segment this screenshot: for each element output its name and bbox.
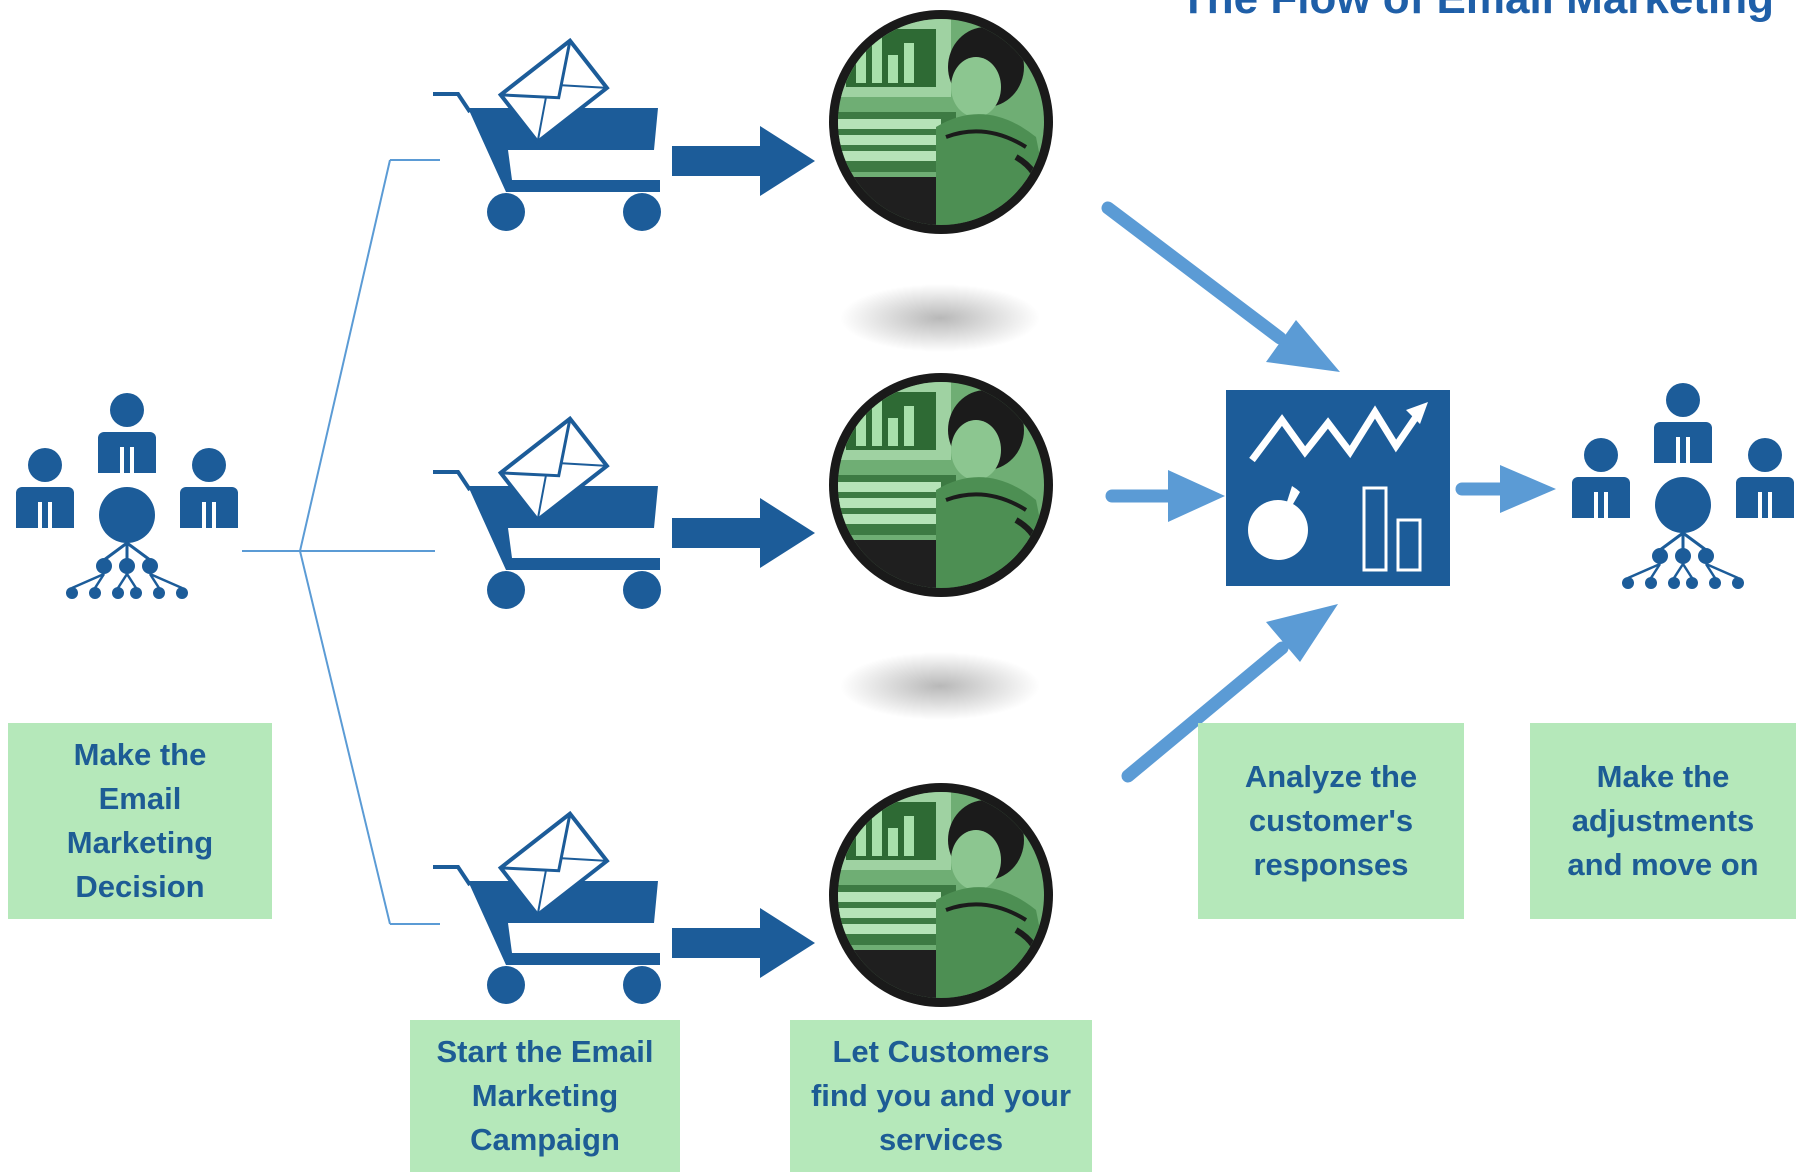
arrow-to-team-head	[1500, 465, 1556, 513]
step-label-decision: Make the Email Marketing Decision	[8, 723, 272, 919]
page-title: The Flow of Email Marketing	[1180, 0, 1774, 24]
arrow-right-icon-bottom	[672, 908, 815, 978]
arrow-diagonal-up-line	[1121, 641, 1289, 783]
shopping-cart-envelope-icon-bottom	[431, 811, 663, 1005]
shopping-cart-envelope-icon-top	[431, 38, 663, 232]
arrow-right-icon-middle	[672, 498, 815, 568]
person-at-computer-icon-top	[826, 7, 1056, 237]
arrow-diagonal-up-head	[1266, 604, 1338, 662]
connector-to-top	[299, 159, 391, 552]
analytics-chart-icon	[1226, 390, 1450, 586]
dark-arrows	[672, 126, 815, 978]
step-label-adjust: Make the adjustments and move on	[1530, 723, 1796, 919]
person-at-computer-icon-middle	[826, 370, 1056, 600]
team-network-icon-right	[1570, 381, 1796, 591]
step-label-customers: Let Customers find you and your services	[790, 1020, 1092, 1172]
team-network-icon-left	[14, 391, 240, 601]
photo-shadow-middle	[840, 652, 1040, 720]
light-arrows	[1101, 201, 1556, 783]
step-label-analyze: Analyze the customer's responses	[1198, 723, 1464, 919]
person-at-computer-icon-bottom	[826, 780, 1056, 1010]
arrow-middle-head	[1168, 470, 1225, 522]
arrow-right-icon-top	[672, 126, 815, 196]
photo-shadow-top	[840, 284, 1040, 352]
step-label-campaign: Start the Email Marketing Campaign	[410, 1020, 680, 1172]
arrow-diagonal-down-line	[1101, 201, 1287, 345]
branch-connectors	[242, 159, 440, 925]
connector-to-bottom	[299, 550, 391, 925]
shopping-cart-envelope-icon-middle	[431, 416, 663, 610]
arrow-diagonal-down-head	[1266, 320, 1340, 372]
